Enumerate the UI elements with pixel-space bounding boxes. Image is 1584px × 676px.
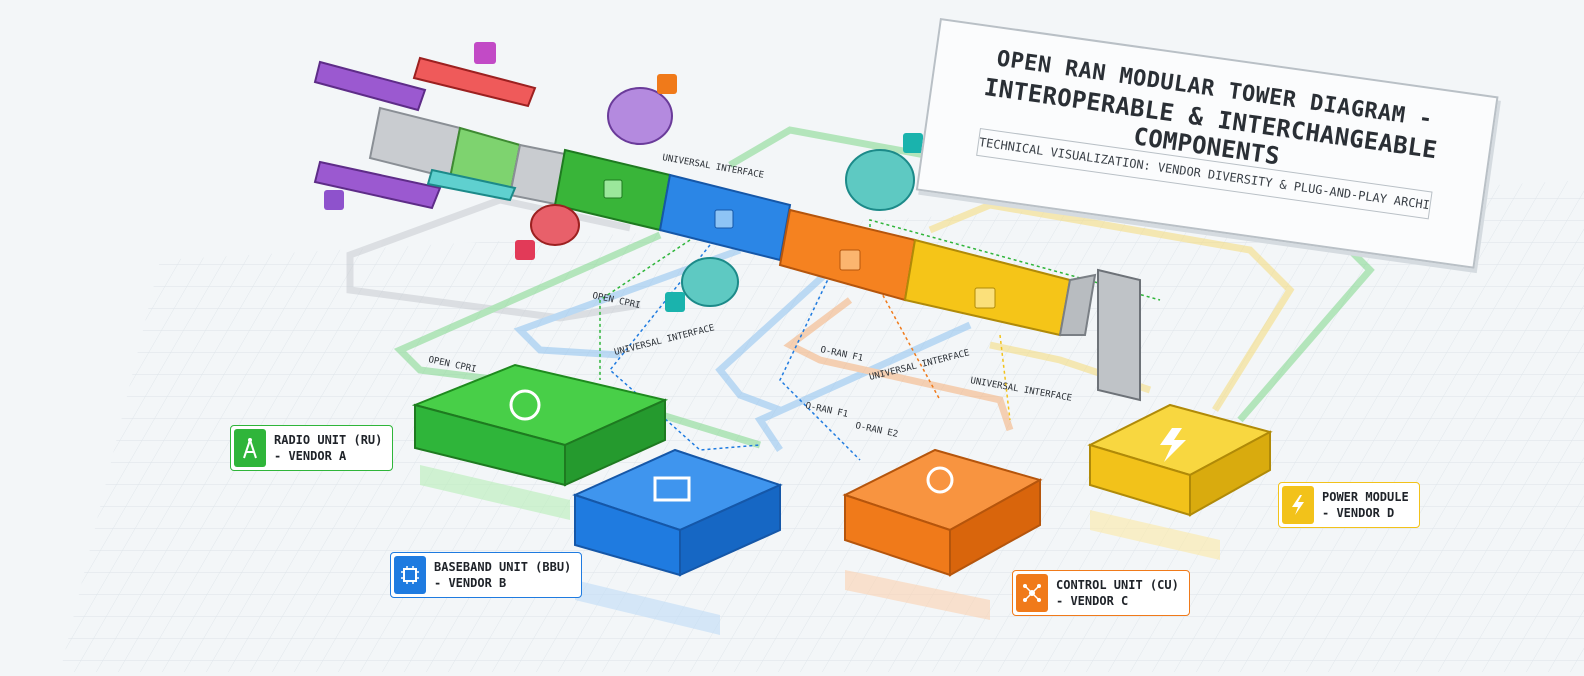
lightning-icon: [974, 287, 996, 309]
badge-purple-icon-2: [324, 190, 344, 210]
antenna-arms: [313, 56, 915, 307]
chip-icon: [653, 476, 691, 502]
control-unit-box: [842, 448, 1043, 620]
label-power-module-line2: - VENDOR D: [1322, 506, 1395, 520]
beam-icons: [603, 179, 996, 309]
badges: [324, 42, 923, 312]
dashed-lines: [599, 219, 1161, 461]
antenna-icon: [234, 429, 266, 467]
label-radio-unit: RADIO UNIT (RU) - VENDOR A: [230, 425, 394, 471]
blue-loop-3: [754, 321, 972, 452]
badge-orange-icon: [657, 74, 677, 94]
purple-dish-icon: [607, 87, 673, 145]
beam-grey-piece: [368, 106, 462, 180]
power-module-box: [1087, 403, 1273, 560]
chip-icon: [714, 209, 734, 229]
badge-red-icon: [515, 240, 535, 260]
radio-unit-box: [411, 363, 669, 520]
label-radio-unit-line2: - VENDOR A: [274, 449, 347, 463]
beam-end-piece: [1058, 273, 1097, 336]
lightning-icon: [1160, 428, 1186, 462]
chip-icon: [394, 556, 426, 594]
badge-teal-icon-2: [665, 292, 685, 312]
teal-dish-icon: [845, 149, 915, 211]
grey-loop: [346, 196, 641, 322]
purple-arm-bottom: [313, 160, 442, 210]
baseband-unit-box: [572, 448, 783, 635]
label-radio-unit-line1: RADIO UNIT (RU): [274, 433, 383, 447]
yellow-loop: [928, 201, 1295, 412]
badge-purple-icon: [474, 42, 496, 64]
label-baseband-unit-line1: BASEBAND UNIT (BBU): [434, 560, 572, 574]
label-power-module-line1: POWER MODULE: [1322, 490, 1409, 504]
lightning-icon: [1282, 486, 1314, 524]
badge-teal-icon: [903, 133, 923, 153]
purple-arm-top: [313, 60, 427, 112]
label-control-unit-line1: CONTROL UNIT (CU): [1056, 578, 1179, 592]
label-power-module: POWER MODULE - VENDOR D: [1278, 482, 1420, 528]
antenna-icon: [509, 389, 541, 421]
teal-arm: [426, 168, 517, 202]
network-icon: [839, 249, 861, 271]
red-dish-icon: [530, 204, 580, 246]
antenna-icon: [603, 179, 623, 199]
network-icon: [1016, 574, 1048, 612]
blue-loop-1: [513, 246, 742, 359]
orange-loop: [783, 297, 1014, 432]
label-baseband-unit: BASEBAND UNIT (BBU) - VENDOR B: [390, 552, 583, 598]
network-icon: [926, 466, 954, 494]
beam-bracket: [1097, 268, 1141, 402]
blue-loop-2: [715, 267, 833, 414]
label-control-unit-line2: - VENDOR C: [1056, 594, 1129, 608]
red-arm: [412, 56, 537, 108]
label-baseband-unit-line2: - VENDOR B: [434, 576, 507, 590]
teal-dish-icon-2: [681, 257, 739, 307]
label-control-unit: CONTROL UNIT (CU) - VENDOR C: [1012, 570, 1190, 616]
